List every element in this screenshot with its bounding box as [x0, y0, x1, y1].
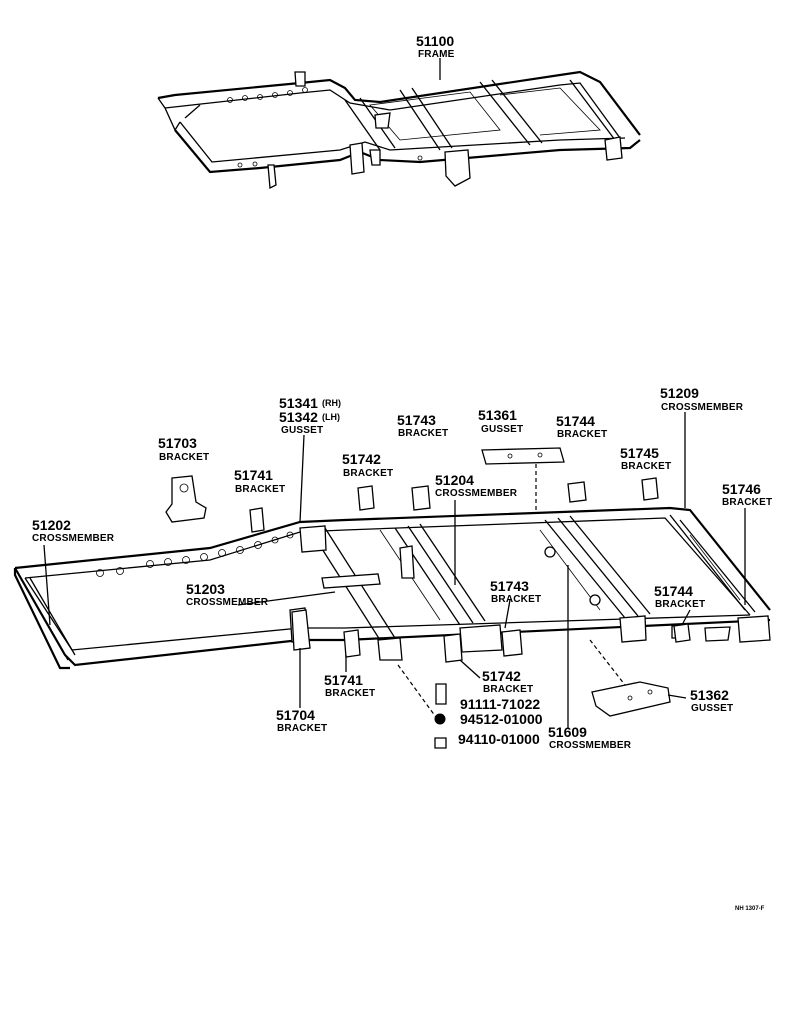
part-number: 51203 — [186, 581, 225, 597]
callout-51609: 51609 CROSSMEMBER — [548, 724, 632, 751]
part-number: 51341 — [279, 395, 318, 411]
callout-51362: 51362 GUSSET — [690, 687, 733, 714]
part-number: 51746 — [722, 481, 761, 497]
part-label: BRACKET — [343, 468, 393, 479]
callout-51741-upper: 51741 BRACKET — [234, 467, 285, 495]
part-number: 51704 — [276, 707, 315, 723]
part-number: 94512-01000 — [460, 711, 543, 727]
part-label: CROSSMEMBER — [435, 488, 518, 499]
part-label: BRACKET — [235, 484, 285, 495]
reference-code: NH 1307-F — [735, 906, 765, 912]
callout-94512: 94512-01000 — [460, 711, 543, 727]
callout-51741-lower: 51741 BRACKET — [324, 672, 375, 699]
callout-51742-lower: 51742 BRACKET — [482, 668, 533, 695]
part-label: CROSSMEMBER — [186, 597, 269, 608]
callout-51361: 51361 GUSSET — [478, 407, 523, 435]
callout-51204: 51204 CROSSMEMBER — [435, 472, 518, 499]
callout-51703: 51703 BRACKET — [158, 435, 209, 463]
callout-51704: 51704 BRACKET — [276, 707, 327, 734]
callout-51744-upper: 51744 BRACKET — [556, 413, 607, 440]
leader-lines — [43, 58, 746, 728]
callout-51202: 51202 CROSSMEMBER — [32, 517, 115, 544]
part-number: 51741 — [324, 672, 363, 688]
part-number: 51609 — [548, 724, 587, 740]
part-number: 51202 — [32, 517, 71, 533]
part-label: BRACKET — [621, 461, 671, 472]
part-label: BRACKET — [491, 594, 541, 605]
part-label: BRACKET — [277, 723, 327, 734]
assembled-frame-drawing — [157, 70, 641, 190]
part-label: BRACKET — [557, 429, 607, 440]
part-label: BRACKET — [325, 688, 375, 699]
callouts: 51100 FRAME 51341 (RH) 51342 (LH) GUSSET… — [32, 33, 772, 912]
part-number: 51204 — [435, 472, 474, 488]
part-label: FRAME — [418, 49, 455, 60]
part-number: 51742 — [482, 668, 521, 684]
part-label: BRACKET — [483, 684, 533, 695]
part-label: (RH) — [322, 398, 341, 408]
callout-51203: 51203 CROSSMEMBER — [186, 581, 269, 608]
part-number: 51209 — [660, 385, 699, 401]
part-label: (LH) — [322, 412, 340, 422]
part-number: 51100 — [416, 33, 454, 49]
callout-51743-upper: 51743 BRACKET — [397, 412, 448, 439]
part-number: 51744 — [654, 583, 693, 599]
part-number: 51741 — [234, 467, 273, 483]
part-number: 51703 — [158, 435, 197, 451]
callout-51342: 51342 (LH) GUSSET — [279, 409, 340, 436]
part-number: 51744 — [556, 413, 595, 429]
part-label: CROSSMEMBER — [661, 402, 744, 413]
part-number: 51745 — [620, 445, 659, 461]
callout-51341: 51341 (RH) — [279, 395, 341, 411]
part-label: BRACKET — [722, 497, 772, 508]
part-number: 51362 — [690, 687, 729, 703]
callout-51209: 51209 CROSSMEMBER — [660, 385, 744, 413]
part-number: 51743 — [397, 412, 436, 428]
part-number: 51361 — [478, 407, 517, 423]
part-label: GUSSET — [481, 424, 523, 435]
callout-51742-upper: 51742 BRACKET — [342, 451, 393, 479]
part-label: CROSSMEMBER — [32, 533, 115, 544]
callout-51746: 51746 BRACKET — [722, 481, 772, 508]
part-number: 94110-01000 — [458, 731, 540, 747]
callout-51743-lower: 51743 BRACKET — [490, 578, 541, 605]
callout-frame: 51100 FRAME — [416, 33, 455, 60]
callout-51744-lower: 51744 BRACKET — [654, 583, 705, 610]
part-number: 51342 — [279, 409, 318, 425]
part-label: GUSSET — [691, 703, 733, 714]
callout-94110: 94110-01000 — [458, 731, 540, 747]
part-label: CROSSMEMBER — [549, 740, 632, 751]
part-label: BRACKET — [655, 599, 705, 610]
part-label: GUSSET — [281, 425, 323, 436]
callout-91111: 91111-71022 — [460, 696, 540, 712]
part-number: 91111-71022 — [460, 696, 540, 712]
callout-51745: 51745 BRACKET — [620, 445, 671, 472]
part-number: 51742 — [342, 451, 381, 467]
loose-parts — [165, 447, 691, 749]
part-label: BRACKET — [159, 452, 209, 463]
part-label: BRACKET — [398, 428, 448, 439]
part-number: 51743 — [490, 578, 529, 594]
